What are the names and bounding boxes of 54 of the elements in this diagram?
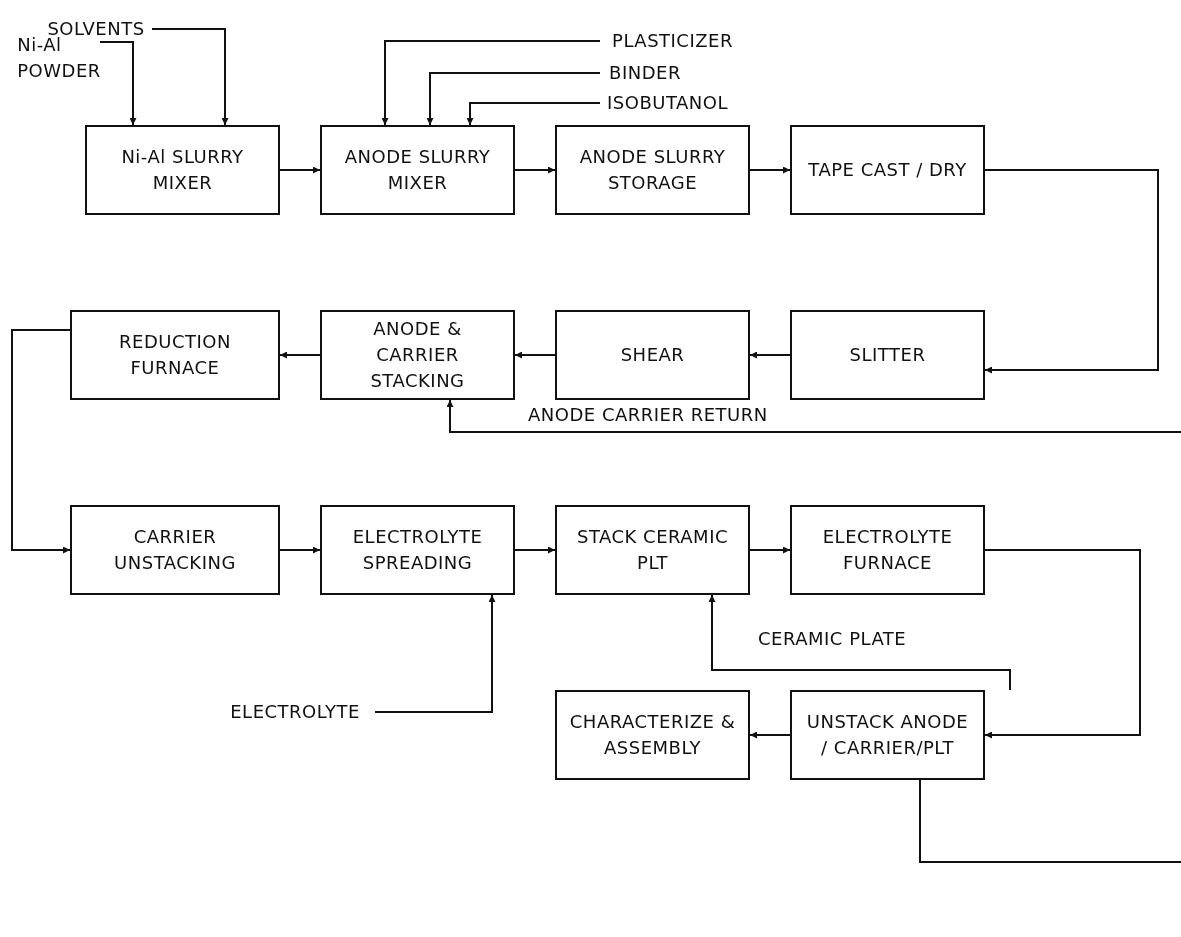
arrow: [514, 546, 556, 554]
arrow: [514, 351, 556, 359]
arrow: [708, 594, 1011, 691]
box-label: TAPE CAST / DRY: [808, 157, 967, 182]
input-label: PLASTICIZER: [612, 28, 733, 53]
arrow: [446, 399, 1181, 433]
arrow: [374, 594, 496, 713]
input-label: ELECTROLYTE: [230, 699, 360, 724]
arrow: [151, 28, 229, 126]
process-box: [70, 310, 280, 400]
box-label: SLITTER: [849, 342, 926, 367]
process-box: [790, 505, 985, 595]
arrow: [99, 41, 137, 126]
process-box: [320, 310, 515, 400]
process-box: [555, 505, 750, 595]
input-label: BINDER: [609, 60, 681, 85]
arrow: [984, 169, 1159, 374]
process-box: [790, 690, 985, 780]
process-box: [320, 505, 515, 595]
process-box: [790, 125, 985, 215]
arrow: [11, 329, 71, 554]
box-label: STACK CERAMIC PLT: [575, 524, 730, 575]
arrow: [749, 546, 791, 554]
process-box: [70, 505, 280, 595]
process-box: [555, 310, 750, 400]
box-label: CHARACTERIZE & ASSEMBLY: [568, 709, 737, 760]
box-label: ANODE SLURRY MIXER: [343, 144, 492, 195]
process-box: [85, 125, 280, 215]
arrow: [984, 549, 1141, 739]
box-label: Ni-Al SLURRY MIXER: [120, 144, 245, 195]
process-box: [555, 125, 750, 215]
arrow: [466, 102, 601, 126]
process-box: [555, 690, 750, 780]
arrow: [426, 72, 601, 126]
box-label: UNSTACK ANODE / CARRIER/PLT: [805, 709, 970, 760]
box-label: ELECTROLYTE SPREADING: [351, 524, 484, 575]
arrow: [514, 166, 556, 174]
arrow: [749, 731, 791, 739]
arrow: [279, 166, 321, 174]
process-box: [320, 125, 515, 215]
process-box: [790, 310, 985, 400]
box-label: CARRIER UNSTACKING: [113, 524, 237, 575]
input-label: ISOBUTANOL: [607, 90, 728, 115]
box-label: SHEAR: [620, 342, 685, 367]
connector-line: [919, 779, 1181, 863]
box-label: REDUCTION FURNACE: [118, 329, 232, 380]
arrow: [749, 351, 791, 359]
box-label: ANODE & CARRIER STACKING: [369, 316, 466, 394]
box-label: ELECTROLYTE FURNACE: [821, 524, 954, 575]
arrow: [279, 351, 321, 359]
box-label: ANODE SLURRY STORAGE: [578, 144, 727, 195]
arrow: [381, 40, 601, 126]
arrow: [749, 166, 791, 174]
arrow: [279, 546, 321, 554]
